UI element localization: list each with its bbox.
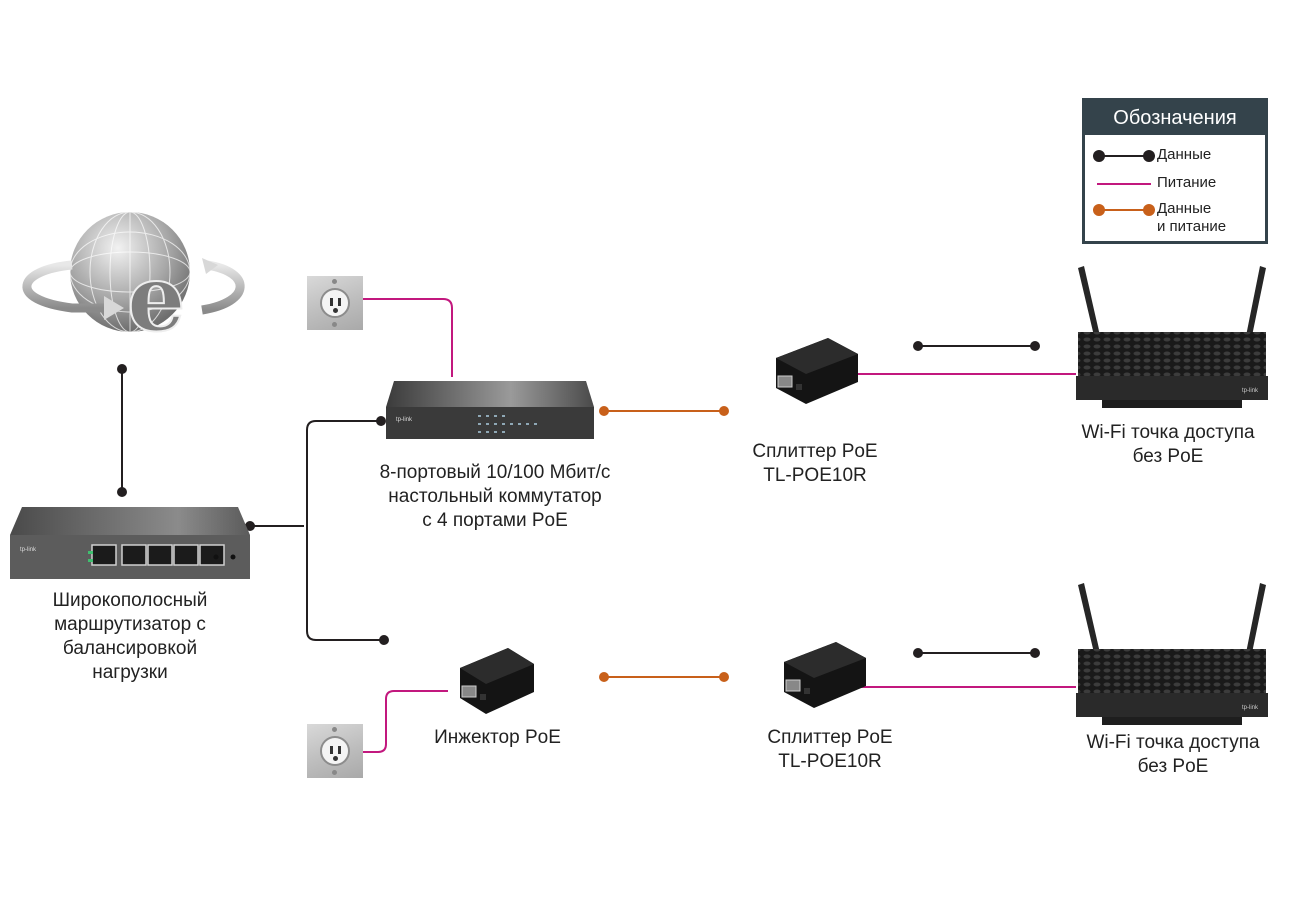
legend-item-label: Данные	[1157, 146, 1212, 163]
switch-label-line: 8-портовый 10/100 Мбит/с	[379, 462, 611, 483]
ap-label-line: без PoE	[1132, 446, 1204, 467]
power-line-icon	[1097, 183, 1151, 185]
router-label-line: маршрутизатор с	[54, 614, 206, 635]
poe-splitter-bottom-icon	[784, 642, 866, 708]
switch-label: 8-портовый 10/100 Мбит/с настольный комм…	[350, 461, 640, 533]
legend-item-data: Данные	[1085, 145, 1265, 167]
wifi-access-point-top-icon: tp-link	[1076, 266, 1268, 408]
data-power-dot-icon	[1093, 204, 1105, 216]
wire-injector-splitter	[599, 672, 729, 682]
power-outlet-top	[307, 276, 363, 330]
data-dot-icon	[1143, 150, 1155, 162]
wifi-access-point-bottom-icon: tp-link	[1076, 583, 1268, 725]
splitter-label-line: TL-POE10R	[778, 751, 882, 772]
legend-title: Обозначения	[1085, 101, 1265, 135]
wire-splitter-ap-top	[846, 341, 1076, 375]
legend-item-label: Питание	[1157, 174, 1217, 191]
wire-internet-router	[117, 364, 127, 497]
data-dot-icon	[1093, 150, 1105, 162]
switch-label-line: настольный коммутатор	[388, 486, 602, 507]
ap-label-line: Wi-Fi точка доступа	[1081, 422, 1255, 443]
legend: Обозначения Данные Питание Данные и пита…	[1082, 98, 1268, 244]
ap-bottom-label: Wi-Fi точка доступа без PoE	[1068, 731, 1278, 779]
svg-text:tp-link: tp-link	[396, 417, 413, 423]
splitter-label-line: Сплиттер PoE	[752, 441, 878, 462]
wire-splitter-ap-bottom	[851, 648, 1076, 688]
router-label: Широкополосный маршрутизатор с балансиро…	[10, 589, 250, 685]
poe-switch-icon: tp-link	[386, 381, 594, 439]
splitter-label-line: Сплиттер PoE	[767, 727, 893, 748]
legend-item-power: Питание	[1085, 173, 1265, 195]
data-power-line-icon	[1097, 209, 1151, 211]
svg-text:tp-link: tp-link	[20, 547, 37, 553]
poe-injector-icon	[460, 648, 534, 714]
wire-switch-splitter	[599, 406, 729, 416]
power-outlet-bottom	[307, 724, 363, 778]
svg-text:tp-link: tp-link	[1242, 705, 1259, 711]
svg-text:tp-link: tp-link	[1242, 388, 1259, 394]
internet-globe-icon: e	[22, 211, 245, 345]
svg-text:e: e	[127, 244, 186, 345]
ap-top-label: Wi-Fi точка доступа без PoE	[1063, 421, 1273, 469]
ap-label-line: Wi-Fi точка доступа	[1086, 732, 1260, 753]
switch-label-line: с 4 портами PoE	[422, 510, 568, 531]
injector-label: Инжектор PoE	[410, 726, 585, 750]
splitter-top-label: Сплиттер PoE TL-POE10R	[735, 440, 895, 488]
injector-label-text: Инжектор PoE	[434, 727, 561, 748]
legend-item-label-line: и питание	[1157, 218, 1227, 235]
legend-item-label: Данные и питание	[1157, 200, 1226, 236]
router-label-line: нагрузки	[92, 662, 168, 683]
legend-item-data-power: Данные и питание	[1085, 199, 1265, 239]
ap-label-line: без PoE	[1137, 756, 1209, 777]
data-power-dot-icon	[1143, 204, 1155, 216]
splitter-label-line: TL-POE10R	[763, 465, 867, 486]
legend-item-label-line: Данные	[1157, 200, 1212, 217]
load-balance-router-icon: tp-link	[10, 507, 250, 579]
router-label-line: Широкополосный	[52, 590, 208, 611]
data-line-icon	[1097, 155, 1151, 157]
wire-outlet-switch	[361, 298, 453, 377]
poe-splitter-top-icon	[776, 338, 858, 404]
router-label-line: балансировкой	[62, 638, 198, 659]
splitter-bottom-label: Сплиттер PoE TL-POE10R	[750, 726, 910, 774]
